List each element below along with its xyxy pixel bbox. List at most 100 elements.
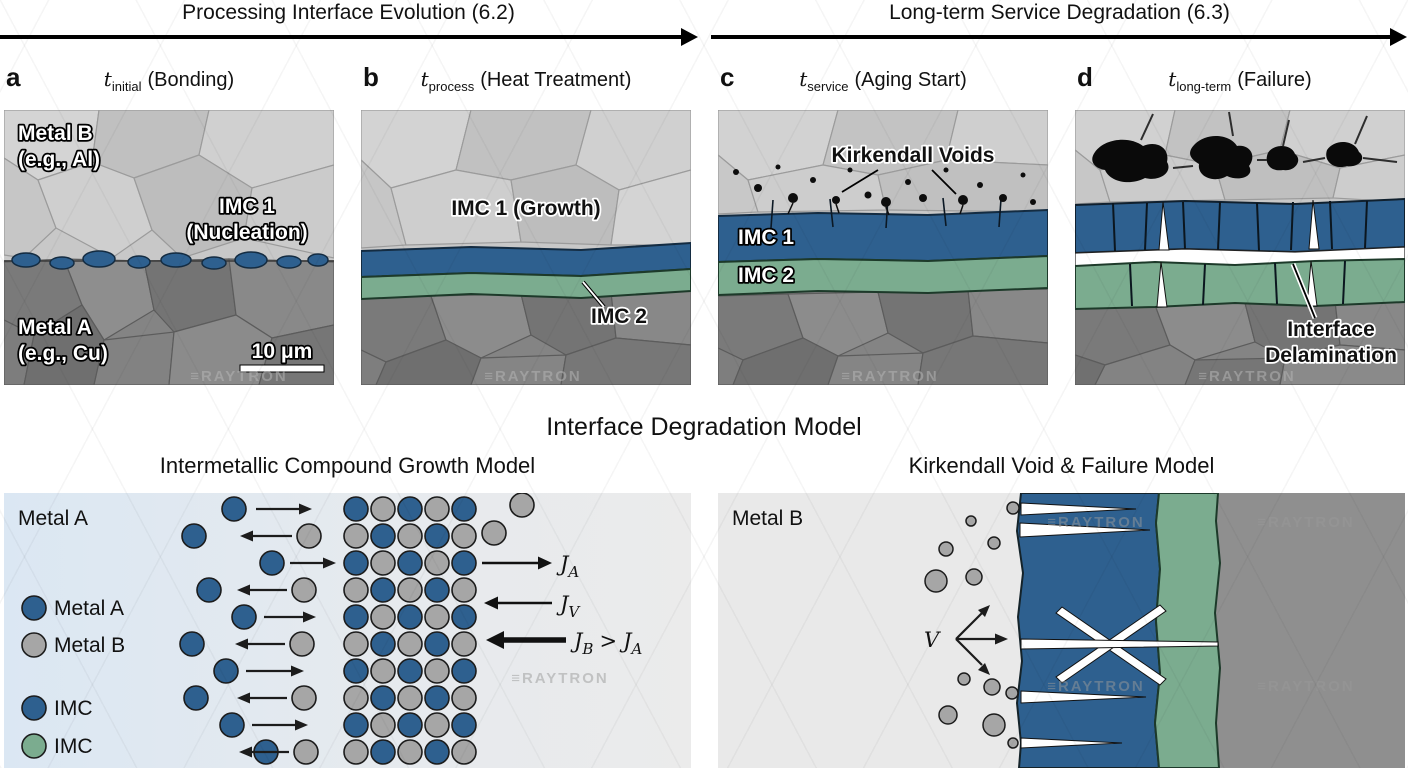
void-model-diagram: Metal B V ≡RAYTRON ≡RAYTRON ≡RAYTRON ≡RA…	[718, 493, 1405, 768]
header-left-arrow-head	[681, 28, 698, 46]
kirkendall-voids-label: Kirkendall Voids	[832, 144, 995, 167]
flux-jv-label: JV	[556, 592, 581, 621]
panel-d-micrograph: Interface Delamination ≡RAYTRON	[1075, 110, 1405, 385]
legend-imc1-marker	[21, 695, 47, 721]
time-symbol: t	[420, 67, 429, 91]
vacancy-voids	[924, 501, 1020, 749]
caption-rest: (Failure)	[1237, 69, 1312, 91]
imc1-label: IMC 1	[738, 226, 794, 249]
imc1-layer	[1075, 197, 1405, 255]
void-model-title: Kirkendall Void & Failure Model	[908, 453, 1215, 478]
imc1-growth-label: IMC 1 (Growth)	[451, 197, 600, 220]
legend-metal-b-label: Metal B	[54, 634, 125, 657]
legend-imc2-marker	[21, 733, 47, 759]
flux-ja-label: JA	[556, 552, 579, 581]
metal-a-grains	[4, 258, 334, 385]
time-symbol: t	[1168, 67, 1177, 91]
delamination-label: Interface	[1287, 318, 1375, 341]
legend-metal-a-marker	[21, 595, 47, 621]
panel-b-micrograph: IMC 1 (Growth) IMC 2 ≡RAYTRON	[361, 110, 691, 385]
void-model-svg: Metal B V ≡RAYTRON ≡RAYTRON ≡RAYTRON ≡RA…	[718, 493, 1405, 768]
header-left-arrow-line	[0, 35, 681, 39]
delamination-sublabel: Delamination	[1265, 344, 1397, 367]
panel-d-svg: Interface Delamination ≡RAYTRON	[1075, 110, 1405, 385]
caption-rest: (Heat Treatment)	[480, 69, 632, 91]
growth-model-svg: Metal A Metal A Metal B IMC IMC	[4, 493, 691, 768]
legend-imc2-label: IMC	[54, 735, 93, 758]
panel-c-svg: Kirkendall Voids IMC 1 IMC 2 ≡RAYTRON	[718, 110, 1048, 385]
header-left-label: Processing Interface Evolution (6.2)	[182, 1, 515, 24]
metal-b-label: Metal B	[18, 122, 93, 145]
metal-b-region-label: Metal B	[732, 507, 803, 530]
panel-c-micrograph: Kirkendall Voids IMC 1 IMC 2 ≡RAYTRON	[718, 110, 1048, 385]
imc2-pointer	[581, 280, 606, 309]
panel-d-letter: d	[1077, 62, 1093, 92]
watermark: ≡RAYTRON	[190, 368, 288, 385]
imc-vertical-cracks	[1112, 200, 1368, 307]
imc2-layer	[1153, 493, 1222, 768]
watermark: ≡RAYTRON	[1047, 678, 1145, 695]
legend-metal-a-label: Metal A	[54, 597, 124, 620]
watermark: ≡RAYTRON	[484, 368, 582, 385]
voids-pointers	[841, 169, 957, 195]
imc2-label: IMC 2	[591, 305, 647, 328]
metal-a-sublabel: (e.g., Cu)	[18, 342, 108, 365]
header-right-arrow-head	[1390, 28, 1407, 46]
time-symbol: t	[103, 67, 112, 91]
metal-a-label: Metal A	[18, 316, 92, 339]
time-subscript: long-term	[1176, 79, 1232, 94]
panel-a-caption: tinitial(Bonding)	[4, 67, 334, 94]
model-title: Interface Degradation Model	[546, 413, 862, 441]
time-subscript: process	[428, 79, 475, 94]
legend: Metal A Metal B IMC IMC	[21, 595, 125, 759]
panel-d-caption: tlong-term (Failure)	[1075, 67, 1405, 94]
metal-b-sublabel: (e.g., Al)	[18, 148, 100, 171]
through-cracks	[1156, 199, 1320, 308]
imc2-layer	[718, 254, 1048, 297]
imc2-label: IMC 2	[738, 264, 794, 287]
scale-bar: 10 μm	[239, 338, 325, 373]
imc2-layer	[361, 267, 691, 301]
caption-rest: (Bonding)	[147, 69, 235, 91]
imc1-nuclei	[11, 250, 329, 270]
panel-c-letter: c	[720, 62, 735, 92]
legend-imc1-label: IMC	[54, 697, 93, 720]
growth-model-diagram: Metal A Metal A Metal B IMC IMC	[4, 493, 691, 768]
panel-b-letter: b	[363, 62, 379, 92]
metal-b-grains	[361, 110, 691, 252]
watermark: ≡RAYTRON	[1257, 678, 1355, 695]
metal-a-grains	[718, 288, 1048, 385]
header-right-arrow-line	[711, 35, 1390, 39]
diffusion-arrows	[235, 503, 336, 758]
metal-a-region	[1215, 493, 1405, 768]
interface-cracks	[1019, 502, 1219, 749]
panel-a-letter: a	[6, 62, 21, 92]
legend-metal-b-marker	[21, 632, 47, 658]
panel-c-caption: tservice(Aging Start)	[718, 67, 1048, 94]
watermark: ≡RAYTRON	[1047, 514, 1145, 531]
imc2-layer	[1075, 257, 1405, 311]
metal-b-grains	[4, 110, 334, 262]
panel-b-caption: tprocess (Heat Treatment)	[361, 67, 691, 94]
watermark: ≡RAYTRON	[1198, 368, 1296, 385]
flux-jv-arrow	[484, 596, 552, 610]
coalesced-voids	[1092, 111, 1398, 183]
imc1-nucleation-label: IMC 1	[219, 195, 275, 218]
vacancy-label: V	[924, 628, 941, 652]
kirkendall-void-dots	[733, 164, 1036, 216]
imc1-nucleation-sublabel: (Nucleation)	[186, 221, 307, 244]
vacancy-flux-arrows	[955, 605, 1008, 675]
growth-model-title: Intermetallic Compound Growth Model	[159, 453, 536, 478]
delamination-pointer	[1290, 263, 1318, 319]
time-subscript: service	[807, 79, 849, 94]
flux-jb-arrow	[486, 631, 566, 649]
metal-a-grains	[1075, 300, 1405, 385]
panel-a-svg: Metal B (e.g., Al) IMC 1 (Nucleation) Me…	[4, 110, 334, 385]
panel-a-micrograph: Metal B (e.g., Al) IMC 1 (Nucleation) Me…	[4, 110, 334, 385]
scale-bar-label: 10 μm	[252, 340, 313, 363]
metal-a-region-label: Metal A	[18, 507, 88, 530]
watermark: ≡RAYTRON	[511, 670, 609, 687]
flux-ja-arrow	[482, 556, 552, 570]
watermark: ≡RAYTRON	[1257, 514, 1355, 531]
flux-jb-label: JB>JA	[570, 629, 642, 658]
